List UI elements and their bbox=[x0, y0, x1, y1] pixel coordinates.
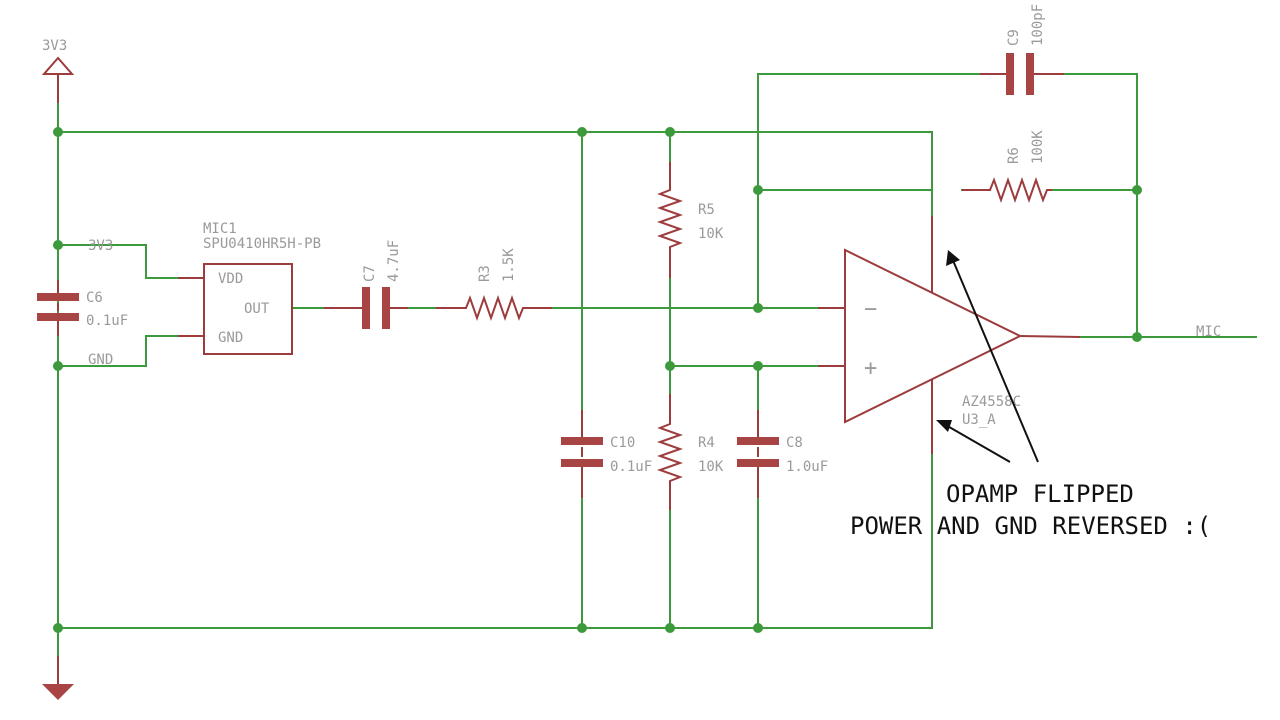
c9-name: C9 bbox=[1006, 29, 1022, 46]
ground-symbol bbox=[42, 655, 74, 700]
resistor-r4 bbox=[656, 394, 684, 510]
mic1-part: SPU0410HR5H-PB bbox=[203, 236, 321, 252]
c6-value: 0.1uF bbox=[86, 313, 128, 329]
junctions bbox=[53, 127, 1142, 633]
capacitor-c10 bbox=[561, 410, 603, 498]
output-net-label: MIC bbox=[1196, 324, 1221, 340]
mic-net-gnd: GND bbox=[88, 352, 113, 368]
r3-value: 1.5K bbox=[501, 248, 517, 282]
r6-name: R6 bbox=[1006, 147, 1022, 164]
opamp-plus-sign: + bbox=[864, 356, 877, 381]
c7-name: C7 bbox=[362, 265, 378, 282]
c8-name: C8 bbox=[786, 435, 803, 451]
capacitor-c9 bbox=[980, 53, 1064, 95]
r5-name: R5 bbox=[698, 202, 715, 218]
mic1-component bbox=[178, 263, 293, 355]
supply-3v3-symbol bbox=[41, 56, 75, 104]
mic1-pin-out: OUT bbox=[244, 301, 270, 317]
r4-value: 10K bbox=[698, 459, 724, 475]
c10-value: 0.1uF bbox=[610, 459, 652, 475]
resistor-r3 bbox=[436, 294, 552, 322]
mic-net-vdd: 3V3 bbox=[88, 238, 113, 254]
mic1-name: MIC1 bbox=[203, 221, 237, 237]
annotation-line-2: POWER AND GND REVERSED :( bbox=[850, 512, 1211, 540]
r4-name: R4 bbox=[698, 435, 715, 451]
wires bbox=[57, 73, 1257, 656]
annotation-arrow-power bbox=[946, 250, 1039, 463]
annotation-arrow-gnd bbox=[936, 420, 1011, 463]
capacitor-c8 bbox=[737, 410, 779, 498]
r5-value: 10K bbox=[698, 226, 724, 242]
opamp-ref: U3_A bbox=[962, 412, 996, 428]
capacitor-c7 bbox=[324, 287, 408, 329]
mic1-pin-vdd: VDD bbox=[218, 271, 243, 287]
resistor-r6 bbox=[962, 176, 1052, 204]
c7-value: 4.7uF bbox=[386, 240, 402, 282]
c9-value: 100pF bbox=[1030, 4, 1046, 46]
c10-name: C10 bbox=[610, 435, 635, 451]
r3-name: R3 bbox=[477, 265, 493, 282]
opamp-part: AZ4558C bbox=[962, 394, 1021, 410]
opamp-minus-sign: − bbox=[864, 297, 877, 322]
mic1-pin-gnd: GND bbox=[218, 330, 243, 346]
resistor-r5 bbox=[656, 162, 684, 278]
capacitor-c6 bbox=[37, 280, 79, 336]
supply-label: 3V3 bbox=[42, 38, 67, 54]
annotation-line-1: OPAMP FLIPPED bbox=[946, 480, 1134, 508]
opamp-u3a bbox=[818, 216, 1081, 454]
c6-name: C6 bbox=[86, 290, 103, 306]
c8-value: 1.0uF bbox=[786, 459, 828, 475]
r6-value: 100K bbox=[1030, 130, 1046, 164]
